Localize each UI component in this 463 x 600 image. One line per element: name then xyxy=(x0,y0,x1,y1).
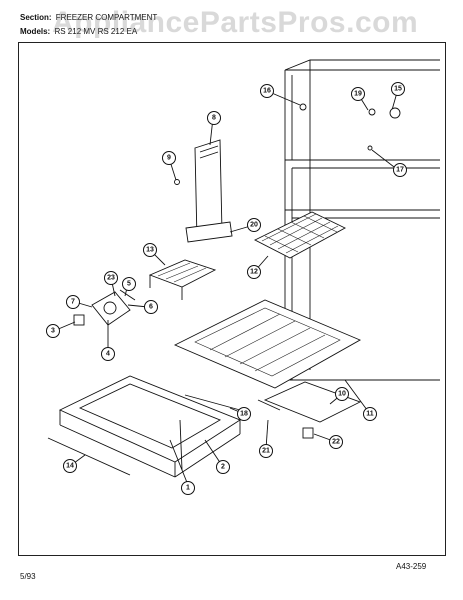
svg-text:4: 4 xyxy=(106,351,110,358)
svg-text:10: 10 xyxy=(338,391,346,398)
svg-text:8: 8 xyxy=(212,115,216,122)
callout-9: 9 xyxy=(162,151,176,165)
svg-text:18: 18 xyxy=(240,411,248,418)
svg-text:22: 22 xyxy=(332,439,340,446)
callout-4: 4 xyxy=(101,347,115,361)
fan-assembly xyxy=(73,289,136,326)
callout-13: 13 xyxy=(143,243,157,257)
svg-text:13: 13 xyxy=(146,247,154,254)
footer-date: 5/93 xyxy=(20,572,36,581)
models-header: Models: RS 212 MV RS 212 EA xyxy=(20,27,137,36)
section-header: Section: FREEZER COMPARTMENT xyxy=(20,13,157,22)
callout-15: 15 xyxy=(391,82,405,96)
svg-text:21: 21 xyxy=(262,448,270,455)
callout-22: 22 xyxy=(329,435,343,449)
svg-text:3: 3 xyxy=(51,328,55,335)
svg-text:23: 23 xyxy=(107,275,115,282)
svg-text:20: 20 xyxy=(250,222,258,229)
screw xyxy=(367,145,373,151)
screw xyxy=(368,108,376,116)
svg-text:15: 15 xyxy=(394,86,402,93)
screw xyxy=(299,103,307,111)
svg-text:12: 12 xyxy=(250,269,258,276)
callout-12: 12 xyxy=(247,265,261,279)
models-value: RS 212 MV RS 212 EA xyxy=(54,27,138,36)
callout-1: 1 xyxy=(181,481,195,495)
freezer-shelf xyxy=(173,299,362,389)
section-value: FREEZER COMPARTMENT xyxy=(55,13,158,22)
callout-16: 16 xyxy=(260,84,274,98)
svg-text:19: 19 xyxy=(354,91,362,98)
freezer-floor-pan xyxy=(58,375,241,478)
callout-21: 21 xyxy=(259,444,273,458)
svg-text:7: 7 xyxy=(71,299,75,306)
bracket xyxy=(302,427,314,439)
svg-text:9: 9 xyxy=(167,155,171,162)
svg-text:11: 11 xyxy=(366,411,374,418)
footer-diagram-id: A43-259 xyxy=(396,562,427,571)
svg-text:1: 1 xyxy=(186,485,190,492)
svg-text:14: 14 xyxy=(66,463,74,470)
screw xyxy=(174,179,180,185)
callout-17: 17 xyxy=(393,163,407,177)
svg-text:6: 6 xyxy=(149,304,153,311)
svg-text:2: 2 xyxy=(221,464,225,471)
section-label: Section: xyxy=(20,13,52,22)
svg-text:16: 16 xyxy=(263,88,271,95)
svg-text:5: 5 xyxy=(127,281,131,288)
callout-11: 11 xyxy=(363,407,377,421)
callout-18: 18 xyxy=(237,407,251,421)
svg-text:17: 17 xyxy=(396,167,404,174)
callout-10: 10 xyxy=(335,387,349,401)
callout-2: 2 xyxy=(216,460,230,474)
evaporator-cover xyxy=(185,139,233,243)
callout-20: 20 xyxy=(247,218,261,232)
wire-shelf xyxy=(148,259,217,300)
diagram-frame xyxy=(18,42,446,556)
callout-6: 6 xyxy=(144,300,158,314)
ice-tray xyxy=(253,211,346,259)
callout-3: 3 xyxy=(46,324,60,338)
models-label: Models: xyxy=(20,27,51,36)
callout-7: 7 xyxy=(66,295,80,309)
trim-strips xyxy=(47,394,281,476)
callout-19: 19 xyxy=(351,87,365,101)
drain-pan xyxy=(263,381,362,423)
screw xyxy=(389,107,401,119)
callout-14: 14 xyxy=(63,459,77,473)
callout-23: 23 xyxy=(104,271,118,285)
callout-8: 8 xyxy=(207,111,221,125)
callout-5: 5 xyxy=(122,277,136,291)
